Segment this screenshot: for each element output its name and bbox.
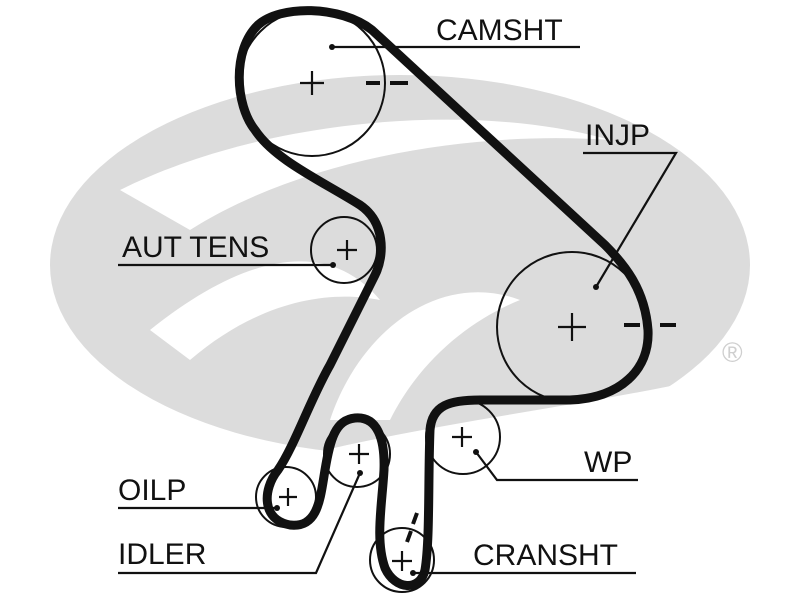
watermark-script-g xyxy=(150,261,380,360)
watermark-tail xyxy=(250,380,700,474)
leader-lines xyxy=(118,44,678,576)
wp-leader-dot xyxy=(473,449,479,455)
watermark-script-ates xyxy=(330,292,520,420)
aut-tens-label: AUT TENS xyxy=(122,231,269,264)
oilp-center-icon xyxy=(279,488,297,506)
camsht-label: CAMSHT xyxy=(436,14,563,47)
idler-label: IDLER xyxy=(118,538,206,571)
aut-tens-leader-dot xyxy=(330,262,336,268)
cransht-pulley xyxy=(369,527,435,593)
cransht-center-icon xyxy=(392,551,412,571)
injp-leader xyxy=(583,151,678,288)
cransht-timing-mark-icon xyxy=(405,512,419,543)
aut-tens-center-icon xyxy=(337,240,357,260)
timing-belt xyxy=(234,6,653,590)
injp-leader-dot xyxy=(593,284,599,290)
gates-watermark: ® xyxy=(50,75,750,474)
watermark-swoosh xyxy=(120,119,610,230)
idler-leader-dot xyxy=(357,470,363,476)
wp-center-icon xyxy=(452,427,472,447)
wp-leader xyxy=(475,451,638,482)
trademark-symbol: ® xyxy=(722,337,743,368)
camsht-leader-dot xyxy=(329,44,335,50)
injp-label: INJP xyxy=(585,119,650,152)
idler-center-icon xyxy=(349,444,369,464)
idler-leader xyxy=(118,472,362,575)
component-labels: CAMSHT INJP AUT TENS WP OILP IDLER CRANS… xyxy=(118,14,650,572)
oilp-label: OILP xyxy=(118,474,186,507)
cransht-leader-dot xyxy=(410,570,416,576)
cransht-label: CRANSHT xyxy=(473,539,618,572)
pulley-marks xyxy=(279,71,676,571)
wp-label: WP xyxy=(584,446,632,479)
camsht-center-icon xyxy=(300,71,324,95)
injp-center-icon xyxy=(558,313,586,341)
oilp-leader-dot xyxy=(274,505,280,511)
